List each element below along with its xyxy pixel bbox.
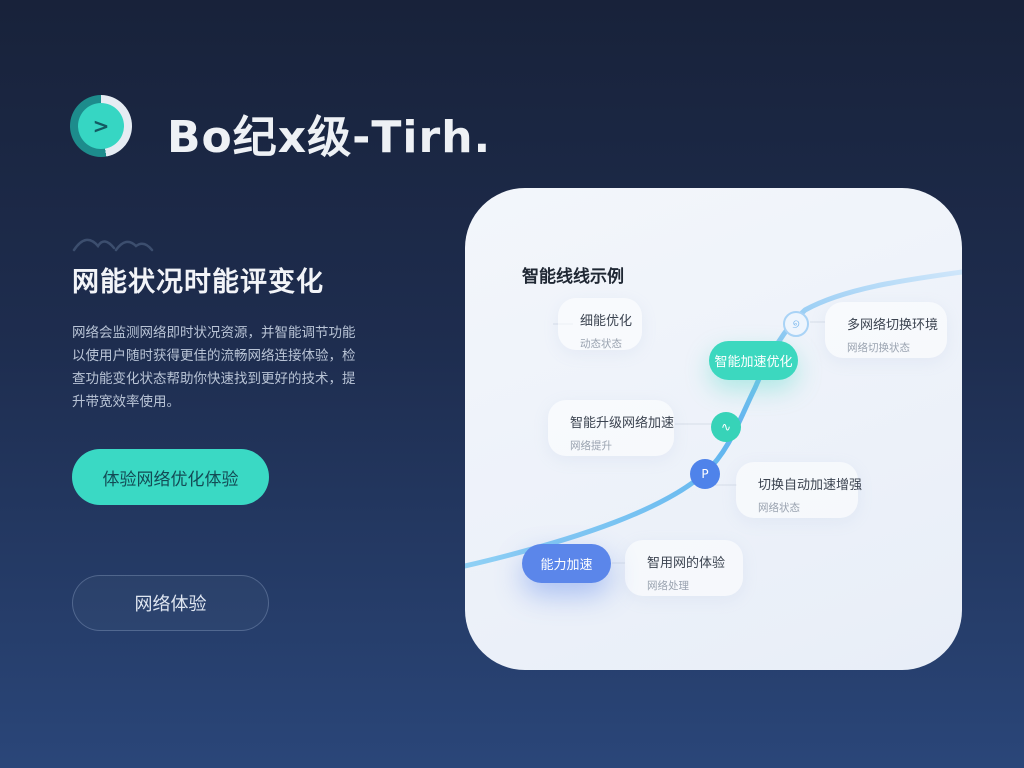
route-card-2[interactable]: 多网络切换环境 网络切换状态	[825, 302, 947, 358]
wave-icon[interactable]: ∿	[711, 412, 741, 442]
route-card-3[interactable]: 智能升级网络加速 网络提升	[548, 400, 674, 456]
panel-title: 智能线线示例	[522, 267, 624, 287]
swirl-icon[interactable]: ୭	[783, 311, 809, 337]
network-experience-button[interactable]: 网络体验	[72, 575, 269, 631]
cloud-icon	[72, 238, 154, 252]
route-card-4[interactable]: 切换自动加速增强 网络状态	[736, 462, 862, 518]
route-panel: 智能线线示例 细能优化 动态状态 多网络切换环境 网络切换状态 智能升级网络加速…	[465, 188, 962, 670]
smart-accelerate-pill[interactable]: 智能加速优化	[709, 341, 798, 380]
description: 网络会监测网络即时状况资源，并智能调节功能以使用户随时获得更佳的流畅网络连接体验…	[72, 325, 356, 410]
logo: > Bo纪x级-Tirh.	[70, 95, 490, 163]
pin-icon[interactable]: P	[690, 459, 720, 489]
primary-cta-button[interactable]: 体验网络优化体验	[72, 449, 269, 505]
logo-mark: >	[70, 95, 132, 157]
brand-name: Bo纪x级-Tirh.	[167, 112, 492, 163]
capability-accelerate-pill[interactable]: 能力加速	[522, 544, 611, 583]
headline: 网能状况时能评变化	[72, 267, 324, 298]
route-card-5[interactable]: 智用网的体验 网络处理	[625, 540, 743, 596]
chevron-right-icon: >	[78, 103, 124, 149]
route-card-1[interactable]: 细能优化 动态状态	[558, 298, 642, 350]
